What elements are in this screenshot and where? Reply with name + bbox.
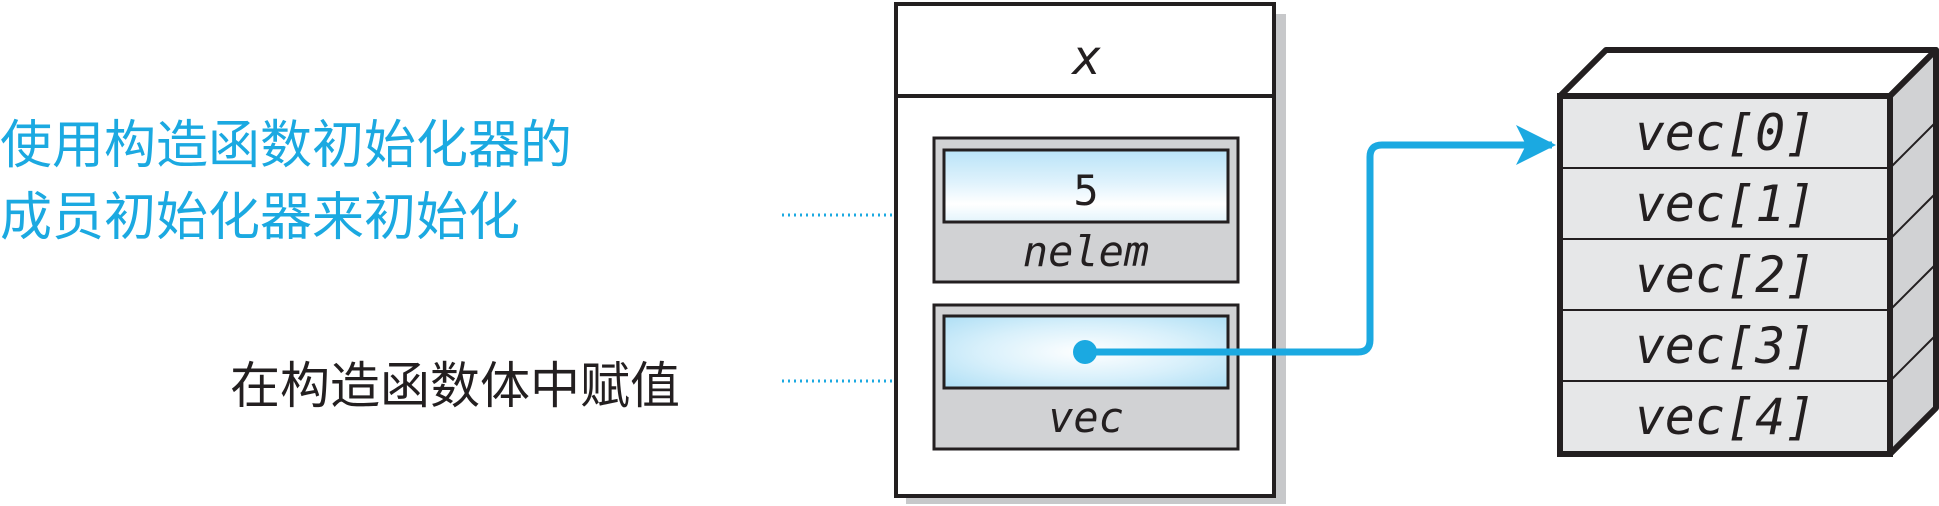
array-front-face (1557, 93, 1893, 457)
pointer-origin-dot (1073, 340, 1097, 364)
object-x: x 5 nelem vec (894, 2, 1286, 504)
array-row-dividers (1560, 167, 1890, 382)
field-nelem-label: nelem (1023, 227, 1149, 276)
array-top-face (1557, 47, 1939, 99)
array-element-1: vec[1] (1635, 175, 1816, 233)
field-vec: vec (932, 303, 1240, 451)
array-vec: vec[0] vec[1] vec[2] vec[3] vec[4] (1557, 47, 1939, 457)
array-side-divider (1889, 192, 1937, 240)
array-side-face (1887, 47, 1939, 457)
array-side-dividers (1889, 121, 1937, 382)
field-nelem-value-box (942, 148, 1230, 224)
array-element-2: vec[2] (1635, 246, 1816, 304)
field-vec-label: vec (1048, 393, 1124, 442)
array-side-divider (1889, 121, 1937, 169)
label-member-init-line2: 成员初始化器来初始化 (0, 188, 520, 248)
array-elements: vec[0] vec[1] vec[2] vec[3] vec[4] (1635, 104, 1816, 446)
array-side-divider (1889, 334, 1937, 382)
field-nelem-value: 5 (1073, 166, 1098, 215)
label-body-assign: 在构造函数体中赋值 (230, 357, 680, 415)
pointer-arrow (1085, 125, 1556, 356)
array-element-4: vec[4] (1635, 388, 1816, 446)
field-nelem: 5 nelem (932, 136, 1240, 284)
label-member-init-line1: 使用构造函数初始化器的 (0, 116, 572, 176)
array-side-divider (1889, 263, 1937, 311)
object-x-title: x (1071, 30, 1102, 86)
array-element-3: vec[3] (1635, 317, 1816, 375)
array-element-0: vec[0] (1635, 104, 1816, 162)
